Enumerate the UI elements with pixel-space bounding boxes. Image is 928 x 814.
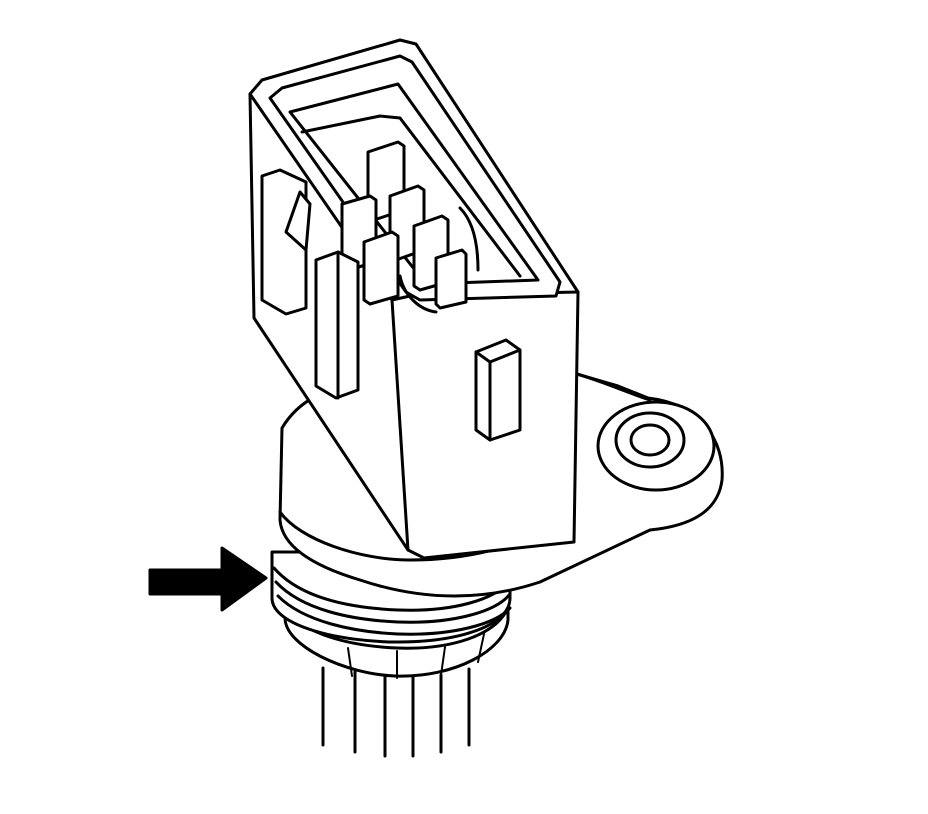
latch-arrow-icon (284, 190, 312, 252)
seal-groove (276, 594, 512, 636)
terminal-pins (340, 140, 480, 314)
knurl-rib (440, 646, 446, 676)
knurl-rib (477, 633, 485, 663)
terminal-pin (362, 230, 400, 306)
terminal-pin (434, 248, 468, 310)
locking-tab (474, 338, 522, 442)
bolt-hole-inner (629, 423, 671, 457)
seal-groove (274, 580, 512, 624)
seal-groove (272, 566, 512, 612)
connector-opening (268, 54, 562, 302)
mounting-flange (568, 370, 716, 492)
arrow-right-icon (148, 546, 268, 612)
latch-posts (260, 168, 360, 400)
knurl-rib (347, 647, 353, 677)
lead-wires (321, 666, 471, 758)
